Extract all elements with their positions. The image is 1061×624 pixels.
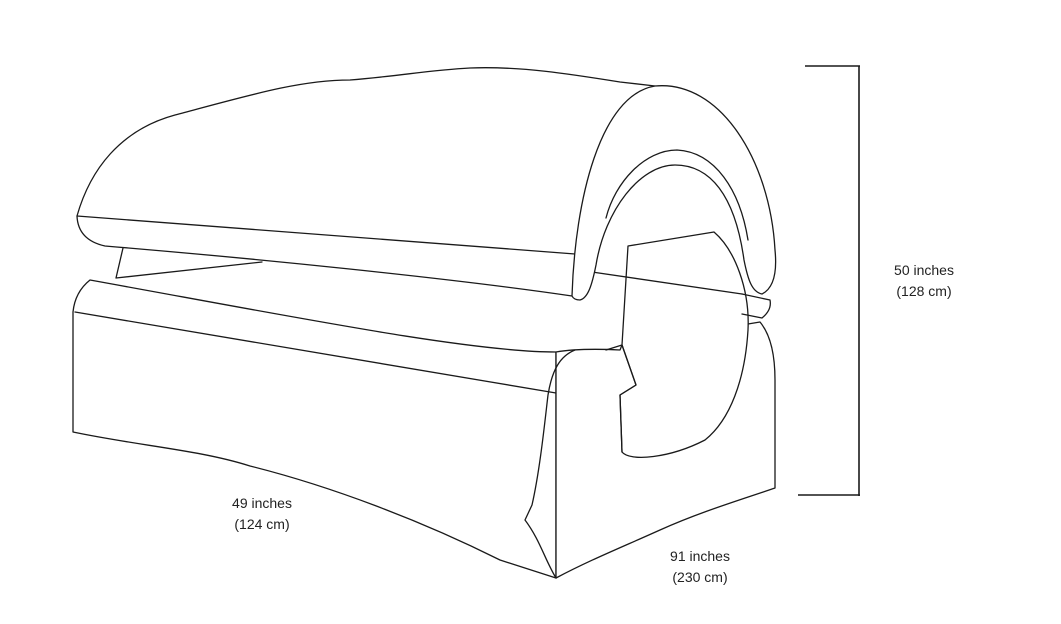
lid-bottom-edge [76, 215, 576, 255]
lid-inner-arch [605, 149, 749, 241]
lid-end-dome [571, 85, 777, 301]
lid-body [76, 67, 656, 297]
width-metric: (124 cm) [234, 516, 290, 532]
base-front-panel [72, 279, 557, 579]
hinge-rail-top [591, 271, 743, 295]
length-metric: (230 cm) [672, 569, 728, 585]
hinge-rail [741, 293, 771, 319]
length-imperial: 91 inches [670, 548, 730, 564]
width-label: 49 inches (124 cm) [222, 493, 302, 535]
height-imperial: 50 inches [894, 262, 954, 278]
height-bracket [798, 65, 860, 496]
height-metric: (128 cm) [896, 283, 952, 299]
height-label: 50 inches (128 cm) [884, 260, 964, 302]
base-top-edge [74, 311, 557, 394]
end-opening [619, 231, 749, 458]
opening-bevel [605, 344, 637, 453]
lid-base-gap [115, 247, 263, 279]
width-imperial: 49 inches [232, 495, 292, 511]
base-end-frame [524, 349, 576, 579]
length-label: 91 inches (230 cm) [660, 546, 740, 588]
